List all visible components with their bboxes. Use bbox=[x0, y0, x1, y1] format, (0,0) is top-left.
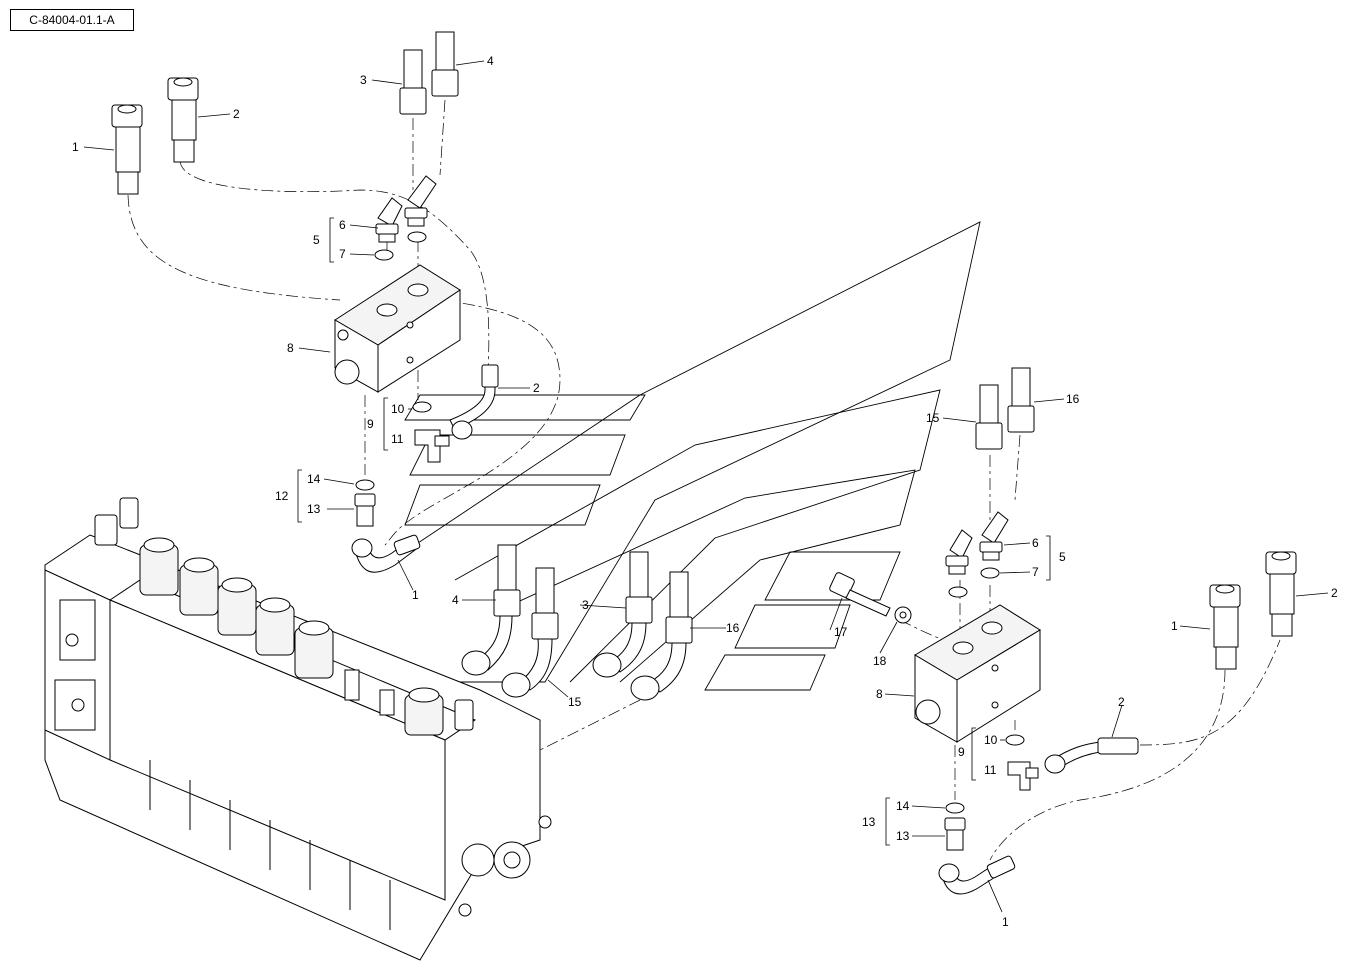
hose-2-right bbox=[1044, 737, 1139, 774]
hose-fitting-16-right bbox=[1007, 367, 1035, 433]
callout-13: 13 bbox=[307, 502, 321, 516]
hose-fitting-2-left bbox=[167, 77, 199, 163]
hose-4-middle bbox=[461, 544, 521, 676]
callout-10: 10 bbox=[984, 733, 998, 747]
callout-7: 7 bbox=[339, 247, 346, 261]
adapter-13-right bbox=[944, 817, 966, 851]
callout-6: 6 bbox=[339, 218, 346, 232]
callout-17: 17 bbox=[834, 625, 848, 639]
callout-4: 4 bbox=[487, 54, 494, 68]
callout-2: 2 bbox=[533, 381, 540, 395]
hose-fitting-1-left bbox=[111, 104, 143, 195]
hose-fitting-15-right bbox=[975, 384, 1003, 450]
callout-1: 1 bbox=[1171, 619, 1178, 633]
o-ring-10-upper bbox=[412, 401, 432, 413]
o-ring-7-right bbox=[948, 567, 1000, 598]
callout-16: 16 bbox=[1066, 392, 1080, 406]
hose-1-lower bbox=[351, 534, 421, 573]
hose-fitting-4-top bbox=[431, 31, 459, 97]
callout-2: 2 bbox=[233, 107, 240, 121]
hose-16-middle bbox=[630, 571, 693, 701]
hose-15-middle bbox=[501, 567, 559, 698]
callout-8: 8 bbox=[287, 341, 294, 355]
callout-11: 11 bbox=[391, 432, 404, 446]
hose-2-mid bbox=[449, 364, 499, 440]
callout-2: 2 bbox=[1331, 586, 1338, 600]
callout-2: 2 bbox=[1118, 695, 1125, 709]
o-ring-10-right bbox=[1005, 734, 1025, 746]
bolt-17 bbox=[829, 572, 891, 617]
hose-fitting-3-top bbox=[399, 49, 427, 115]
callout-10: 10 bbox=[391, 402, 405, 416]
valve-block-8-upper bbox=[334, 264, 461, 393]
elbow-adapter-6-right bbox=[945, 511, 1009, 575]
callout-9: 9 bbox=[958, 745, 965, 759]
hose-1-right bbox=[938, 855, 1016, 895]
callout-3: 3 bbox=[360, 73, 367, 87]
callout-3: 3 bbox=[582, 598, 589, 612]
callout-5: 5 bbox=[313, 233, 320, 247]
callout-1: 1 bbox=[72, 140, 79, 154]
callout-14: 14 bbox=[307, 472, 321, 486]
hose-fitting-2-right bbox=[1265, 551, 1297, 637]
hose-3-middle bbox=[592, 551, 653, 678]
o-ring-14-upper bbox=[355, 479, 375, 491]
callout-4: 4 bbox=[452, 593, 459, 607]
callout-11: 11 bbox=[984, 763, 997, 777]
callout-13: 13 bbox=[862, 815, 876, 829]
callout-16: 16 bbox=[726, 621, 740, 635]
valve-block-8-right bbox=[914, 604, 1041, 743]
adapter-13-upper bbox=[354, 493, 376, 527]
hose-fitting-1-right bbox=[1209, 584, 1241, 670]
elbow-adapter-6-upper bbox=[375, 175, 437, 243]
callout-brackets bbox=[297, 217, 1051, 846]
drawing-reference-code: C-84004-01.1-A bbox=[10, 9, 134, 31]
callout-12: 12 bbox=[275, 489, 289, 503]
callout-numbers: 1 2 3 4 5 6 7 8 9 10 11 2 12 14 13 1 4 3… bbox=[72, 54, 1338, 929]
callout-1: 1 bbox=[412, 588, 419, 602]
callout-6: 6 bbox=[1032, 536, 1039, 550]
elbow-fitting-11-upper bbox=[414, 429, 450, 463]
callout-8: 8 bbox=[876, 687, 883, 701]
elbow-fitting-11-right bbox=[1007, 761, 1039, 791]
main-control-valve-assembly bbox=[44, 497, 552, 961]
o-ring-14-right bbox=[945, 802, 965, 814]
callout-15: 15 bbox=[926, 411, 940, 425]
callout-14: 14 bbox=[896, 799, 910, 813]
washer-18 bbox=[894, 606, 912, 624]
callout-18: 18 bbox=[873, 654, 887, 668]
callout-7: 7 bbox=[1032, 565, 1039, 579]
leader-lines bbox=[83, 60, 1329, 913]
background-logo-watermark bbox=[404, 221, 981, 691]
callout-5: 5 bbox=[1059, 550, 1066, 564]
callout-15: 15 bbox=[568, 695, 582, 709]
callout-13: 13 bbox=[896, 829, 910, 843]
callout-1: 1 bbox=[1002, 915, 1009, 929]
o-ring-7-upper bbox=[374, 231, 427, 261]
callout-9: 9 bbox=[367, 417, 374, 431]
